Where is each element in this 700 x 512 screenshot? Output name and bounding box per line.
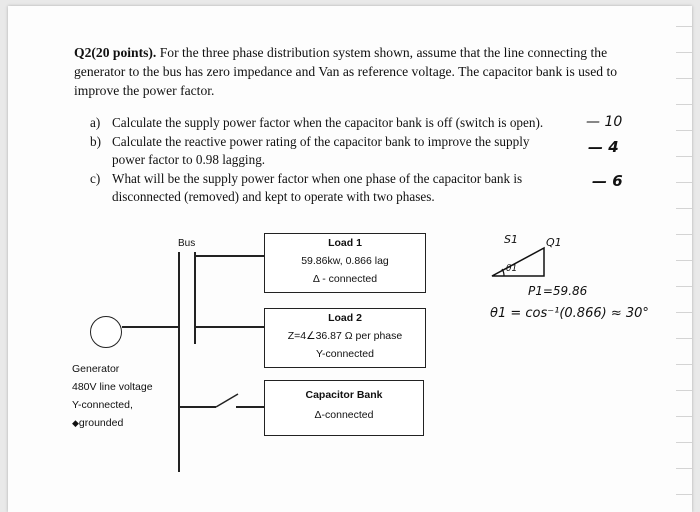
load1-feeder bbox=[196, 255, 264, 257]
theta-label: θ1 bbox=[506, 264, 518, 274]
part-a: a) Calculate the supply power factor whe… bbox=[90, 114, 560, 133]
p1-value: P1=59.86 bbox=[528, 284, 588, 298]
question-body: For the three phase distribution system … bbox=[74, 45, 618, 98]
part-a-text: Calculate the supply power factor when t… bbox=[112, 115, 544, 130]
load2-feeder bbox=[196, 326, 264, 328]
load2-title: Load 2 bbox=[328, 312, 362, 324]
part-c: c) What will be the supply power factor … bbox=[90, 170, 560, 207]
capacitor-connection: Δ-connected bbox=[314, 409, 374, 421]
load1-box: Load 1 59.86kw, 0.866 lag Δ - connected bbox=[264, 233, 426, 293]
document-page: Q2(20 points). For the three phase distr… bbox=[8, 6, 692, 512]
load2-connection: Y-connected bbox=[316, 348, 374, 360]
capacitor-title: Capacitor Bank bbox=[305, 389, 383, 401]
s1-label: S1 bbox=[504, 233, 518, 246]
part-c-text: What will be the supply power factor whe… bbox=[112, 170, 523, 205]
part-b-text: Calculate the reactive power rating of t… bbox=[112, 133, 530, 168]
capacitor-bank-box: Capacitor Bank Δ-connected bbox=[264, 380, 424, 436]
load1-rating: 59.86kw, 0.866 lag bbox=[301, 255, 389, 267]
capacitor-feeder-right bbox=[236, 406, 264, 408]
generator-label: Generator bbox=[72, 363, 120, 375]
question-text: Q2(20 points). For the three phase distr… bbox=[74, 43, 624, 100]
generator-line bbox=[122, 326, 178, 328]
load1-connection: Δ - connected bbox=[312, 273, 378, 285]
bus-label: Bus bbox=[178, 238, 196, 249]
q1-label: Q1 bbox=[546, 236, 562, 249]
part-b-points-note: — 4 bbox=[588, 138, 619, 156]
ground-arrow-icon: ◆ bbox=[72, 418, 79, 428]
load2-box: Load 2 Z=4∠36.87 Ω per phase Y-connected bbox=[264, 308, 426, 368]
question-parts: a) Calculate the supply power factor whe… bbox=[90, 114, 560, 207]
load1-title: Load 1 bbox=[328, 237, 362, 249]
generator-voltage: 480V line voltage bbox=[72, 381, 153, 393]
part-a-points-note: — 10 bbox=[586, 114, 623, 130]
capacitor-feeder-left bbox=[180, 406, 216, 408]
part-c-label: c) bbox=[90, 170, 101, 186]
part-a-label: a) bbox=[90, 115, 101, 130]
question-number: Q2(20 points). bbox=[74, 45, 157, 60]
switch-icon bbox=[215, 393, 239, 408]
load2-impedance: Z=4∠36.87 Ω per phase bbox=[287, 330, 403, 342]
theta-equation: θ1 = cos⁻¹(0.866) ≈ 30° bbox=[490, 306, 649, 321]
part-b-label: b) bbox=[90, 133, 101, 149]
bus-tap bbox=[194, 252, 196, 344]
generator-connection: Y-connected, bbox=[72, 399, 133, 411]
generator-grounding: ◆grounded bbox=[72, 417, 124, 429]
power-triangle-sketch-icon bbox=[491, 246, 545, 277]
bus-bar bbox=[178, 252, 180, 472]
part-c-points-note: — 6 bbox=[592, 172, 623, 190]
generator-symbol-icon bbox=[90, 316, 122, 348]
part-b: b) Calculate the reactive power rating o… bbox=[90, 133, 560, 170]
